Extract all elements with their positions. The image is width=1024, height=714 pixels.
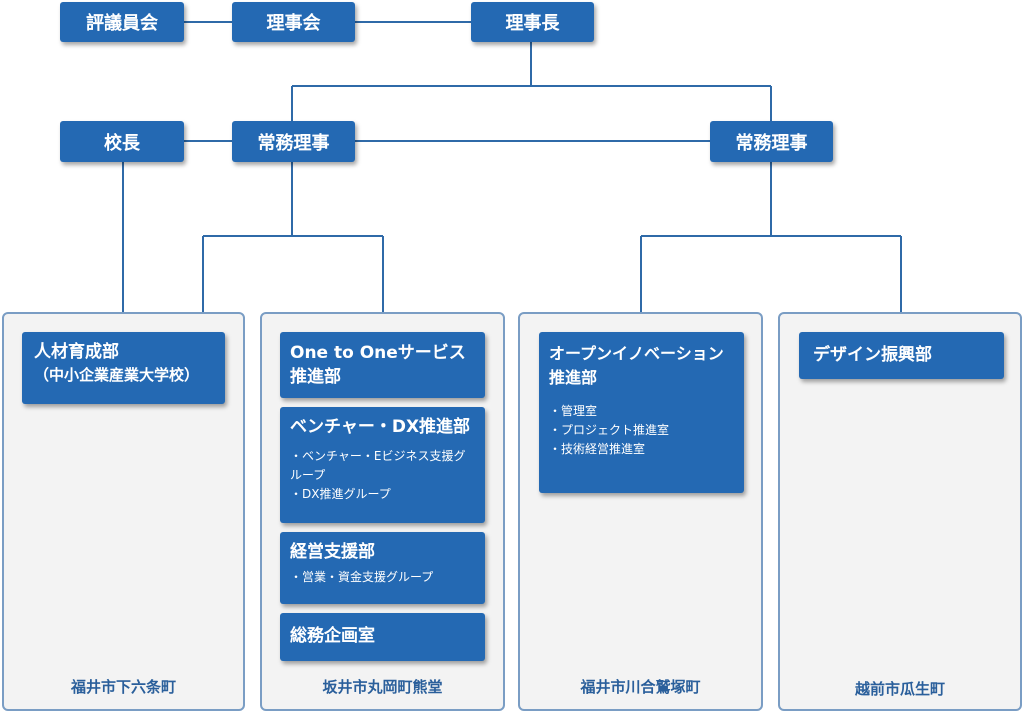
dept-hr-development: 人材育成部 （中小企業産業大学校） bbox=[22, 332, 225, 404]
dept-one-to-one: One to Oneサービス推進部 bbox=[280, 332, 485, 398]
dept-item: ベンチャー・Eビジネス支援グループ bbox=[290, 447, 475, 485]
panel-hr-development: 人材育成部 （中小企業産業大学校） 福井市下六条町 bbox=[2, 312, 245, 711]
dept-title: 人材育成部 bbox=[34, 342, 119, 362]
principal-label: 校長 bbox=[104, 132, 140, 154]
board-label: 理事会 bbox=[266, 13, 321, 34]
dept-item: プロジェクト推進室 bbox=[549, 421, 734, 440]
dept-open-innovation: オープンイノベーション推進部 管理室 プロジェクト推進室 技術経営推進室 bbox=[539, 332, 744, 493]
dept-title: ベンチャー・DX推進部 bbox=[290, 417, 471, 437]
dept-venture-dx: ベンチャー・DX推進部 ベンチャー・Eビジネス支援グループ DX推進グループ bbox=[280, 407, 485, 523]
dept-design: デザイン振興部 bbox=[799, 332, 1004, 379]
dept-item: 技術経営推進室 bbox=[549, 440, 734, 459]
panel-design: デザイン振興部 越前市瓜生町 bbox=[778, 312, 1022, 711]
location-label: 越前市瓜生町 bbox=[854, 680, 945, 698]
location-label: 福井市川合鷲塚町 bbox=[580, 678, 701, 696]
dept-title: One to Oneサービス推進部 bbox=[290, 343, 466, 387]
director-right-label: 常務理事 bbox=[735, 132, 808, 154]
board-box: 理事会 bbox=[232, 2, 355, 42]
dept-item: 管理室 bbox=[549, 402, 734, 421]
dept-management-support: 経営支援部 営業・資金支援グループ bbox=[280, 532, 485, 604]
dept-general-affairs: 総務企画室 bbox=[280, 613, 485, 661]
dept-title: デザイン振興部 bbox=[813, 345, 932, 365]
dept-title: 総務企画室 bbox=[290, 626, 375, 646]
dept-item: DX推進グループ bbox=[290, 485, 475, 504]
chairman-box: 理事長 bbox=[471, 2, 594, 42]
dept-item: 営業・資金支援グループ bbox=[290, 568, 475, 587]
location-label: 坂井市丸岡町熊堂 bbox=[322, 678, 443, 696]
dept-subtitle: （中小企業産業大学校） bbox=[34, 366, 200, 384]
location-label: 福井市下六条町 bbox=[70, 678, 176, 696]
principal-box: 校長 bbox=[60, 121, 184, 162]
director-left-box: 常務理事 bbox=[232, 121, 355, 162]
panel-maruoka: One to Oneサービス推進部 ベンチャー・DX推進部 ベンチャー・Eビジネ… bbox=[260, 312, 505, 711]
council-box: 評議員会 bbox=[60, 2, 184, 42]
director-right-box: 常務理事 bbox=[710, 121, 833, 162]
dept-title: オープンイノベーション推進部 bbox=[549, 344, 724, 387]
dept-title: 経営支援部 bbox=[290, 542, 375, 562]
chairman-label: 理事長 bbox=[505, 13, 560, 34]
council-label: 評議員会 bbox=[86, 13, 158, 34]
panel-open-innovation: オープンイノベーション推進部 管理室 プロジェクト推進室 技術経営推進室 福井市… bbox=[518, 312, 763, 711]
director-left-label: 常務理事 bbox=[257, 132, 330, 154]
